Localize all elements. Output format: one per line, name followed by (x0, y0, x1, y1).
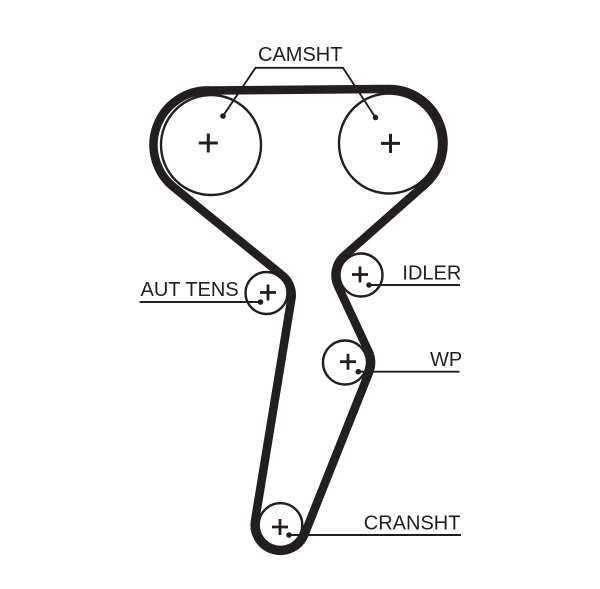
svg-text:IDLER: IDLER (402, 263, 461, 285)
svg-text:WP: WP (430, 349, 462, 371)
svg-text:AUT TENS: AUT TENS (141, 279, 239, 301)
svg-text:CRANSHT: CRANSHT (364, 513, 461, 535)
svg-text:CAMSHT: CAMSHT (258, 44, 342, 66)
